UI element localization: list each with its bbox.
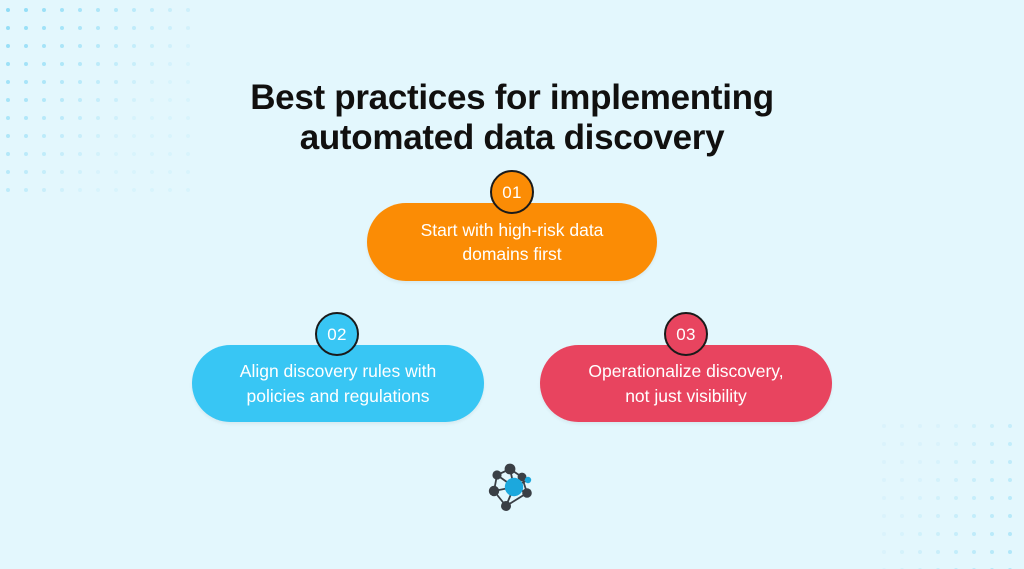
practice-card-3: Operationalize discovery, not just visib… [540,345,832,422]
practice-card-2-number-badge: 02 [315,312,359,356]
practice-card-3-text: Operationalize discovery, not just visib… [588,361,784,406]
practice-card-1-number: 01 [502,182,522,202]
network-graph-logo-icon [488,463,532,511]
page-title-line-1: Best practices for implementing [250,78,774,118]
practice-card-3-number-badge: 03 [664,312,708,356]
practice-card-1-number-badge: 01 [490,170,534,214]
page-title: Best practices for implementing automate… [0,78,1024,156]
practice-card-2: Align discovery rules with policies and … [192,345,484,422]
practice-card-1-text: Start with high-risk data domains first [420,219,604,264]
page-title-line-2: automated data discovery [299,117,725,157]
practice-card-2-text: Align discovery rules with policies and … [239,361,437,406]
practice-card-3-number: 03 [676,324,696,344]
decorative-dot-pattern-bottom-right [880,420,1024,569]
practice-card-2-number: 02 [327,324,347,344]
practice-card-1: Start with high-risk data domains first [367,203,657,281]
